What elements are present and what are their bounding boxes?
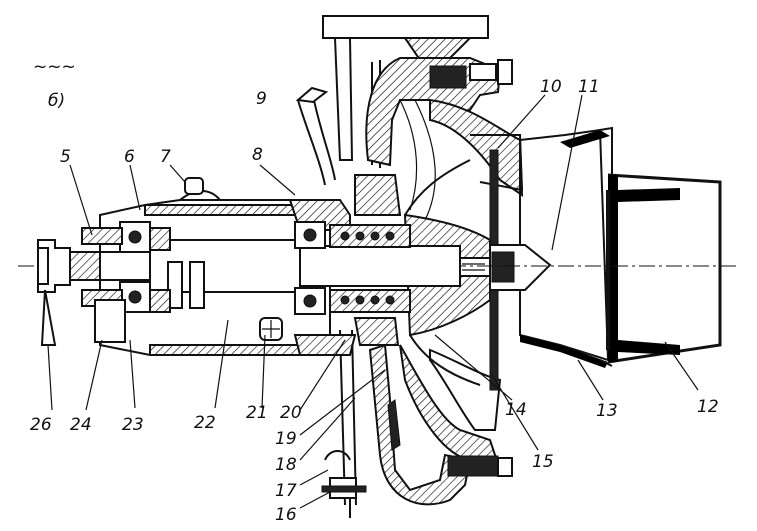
callout-10: 10	[540, 77, 562, 97]
leader-lines	[47, 94, 699, 509]
drain-fitting	[321, 450, 367, 518]
lubrication-tube	[295, 86, 336, 186]
callout-11: 11	[578, 77, 600, 97]
callout-9: 9	[256, 89, 267, 109]
callout-19: 19	[275, 429, 297, 449]
callout-7: 7	[160, 147, 171, 167]
callout-23: 23	[122, 415, 144, 435]
panel-label: б)	[48, 91, 65, 111]
callout-18: 18	[275, 455, 297, 475]
bearing-left	[119, 221, 171, 313]
stuffing-box	[329, 174, 411, 346]
discharge-outlet	[322, 15, 489, 168]
callout-24: 24	[70, 415, 92, 435]
volute-casing-lower	[339, 329, 513, 506]
coupling-flange	[37, 239, 101, 346]
callout-15: 15	[532, 452, 554, 472]
callout-20: 20	[280, 403, 302, 423]
bearing-housing	[99, 177, 357, 356]
callout-21: 21	[246, 403, 268, 423]
bearing-cover	[81, 227, 126, 343]
suction-pipe	[519, 126, 722, 368]
callout-labels: 5 6 7 8 9 10 11 12 13 14 15 16 17 18 19 …	[30, 77, 719, 525]
corner-mark: ~~~	[33, 57, 76, 77]
callout-26: 26	[30, 415, 52, 435]
impeller-nut	[454, 244, 552, 291]
bearing-right	[294, 221, 326, 315]
callout-5: 5	[60, 147, 71, 167]
callout-12: 12	[697, 397, 719, 417]
callout-22: 22	[194, 413, 216, 433]
callout-17: 17	[275, 481, 297, 501]
callout-13: 13	[596, 401, 618, 421]
callout-8: 8	[252, 145, 263, 165]
callout-14: 14	[505, 400, 527, 420]
callout-6: 6	[124, 147, 135, 167]
callout-16: 16	[275, 505, 297, 525]
